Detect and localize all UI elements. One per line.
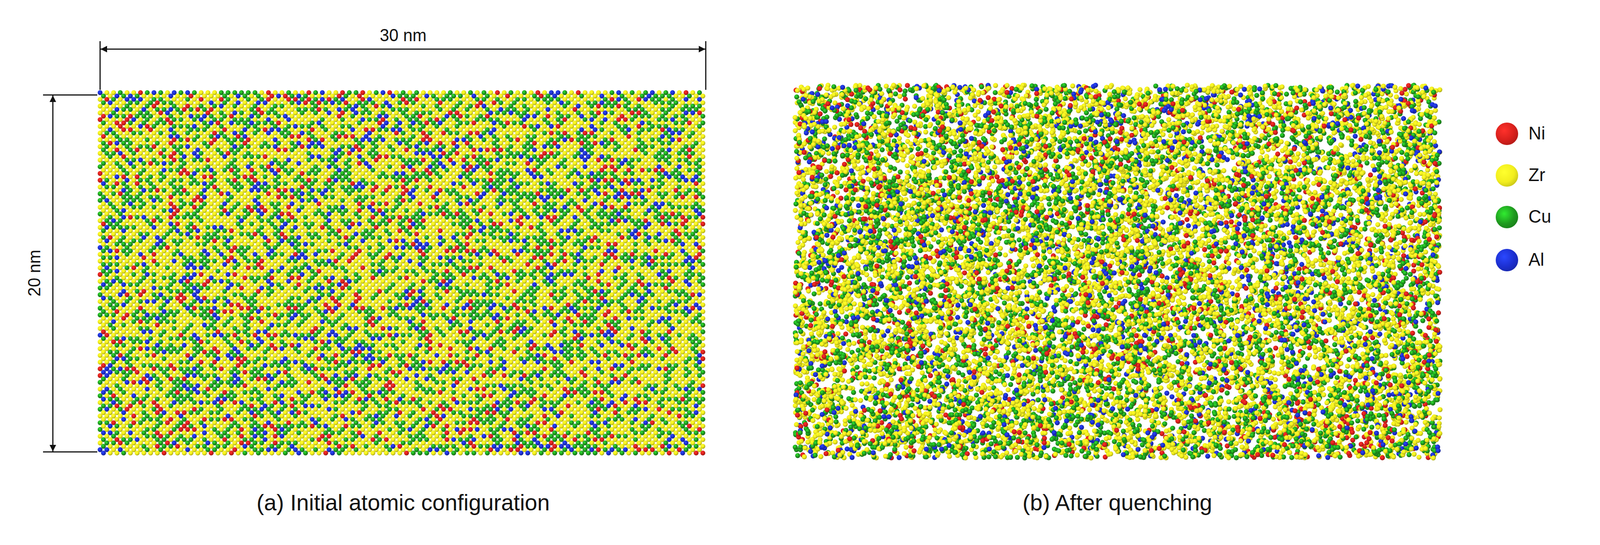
- initial-lattice: [97, 90, 706, 456]
